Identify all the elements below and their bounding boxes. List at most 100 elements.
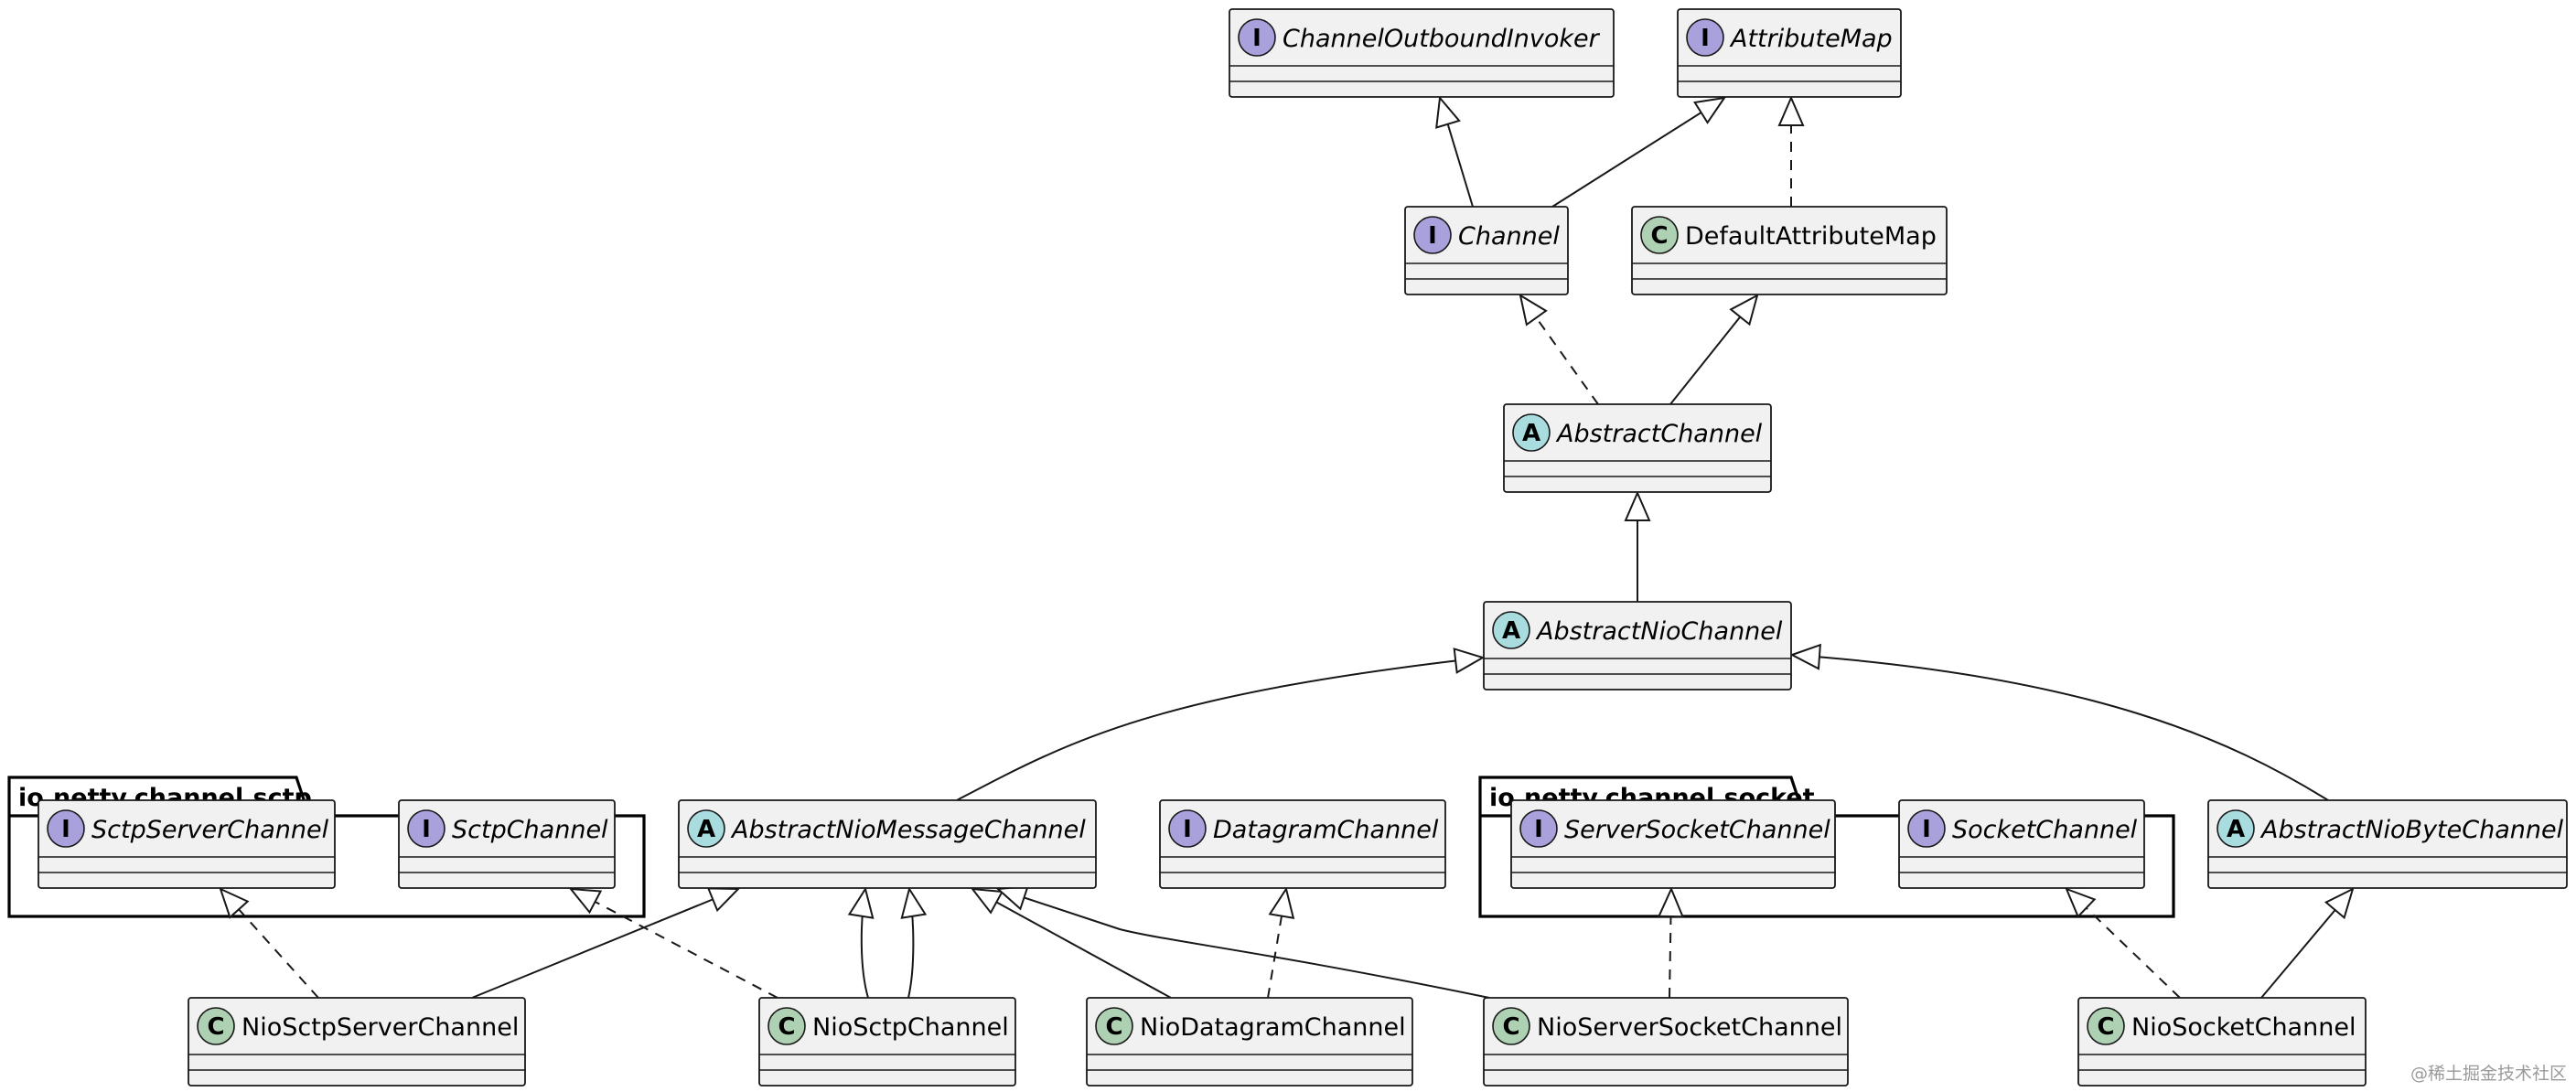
inheritance-arrowhead [706,887,741,913]
class-kind-badge-icon [767,1007,806,1045]
class-kind-badge-icon [1168,809,1207,848]
class-kind-badge-icon [1519,809,1558,848]
class-channel-outbound-invoker[interactable]: I ChannelOutboundInvoker [1229,8,1615,98]
class-abstract-channel[interactable]: A AbstractChannel [1503,403,1772,493]
class-name: SctpChannel [452,816,608,844]
inheritance-arrowhead [1519,293,1548,327]
class-kind-letter: I [1183,816,1192,843]
class-box [1159,799,1446,889]
class-nio-sctp-channel[interactable]: C NioSctpChannel [758,997,1016,1087]
relation-nio-socket-channel-to-abstract-nio-byte-channel [2260,887,2355,999]
class-kind-letter: I [1252,25,1261,52]
class-box [398,799,616,889]
class-nio-sctp-server-channel[interactable]: C NioSctpServerChannel [188,997,526,1087]
extends-line [956,657,1484,801]
inheritance-arrowhead [2065,887,2097,918]
relation-nio-sctp-server-channel-to-sctp-server-channel [219,887,319,999]
relation-nio-server-socket-channel-to-abstract-nio-message-channel [995,884,1490,999]
inheritance-arrowhead [1729,294,1759,327]
extends-line [1551,97,1725,208]
extends-line [471,888,739,999]
class-default-attribute-map[interactable]: C DefaultAttributeMap [1631,206,1948,295]
relation-nio-datagram-channel-to-datagram-channel [1267,886,1295,999]
class-kind-badge-icon [1512,413,1551,452]
class-kind-letter: C [778,1013,795,1041]
class-kind-letter: C [1502,1013,1519,1041]
class-name: NioServerSocketChannel [1537,1013,1842,1042]
class-box [1483,601,1792,691]
class-kind-letter: I [1534,816,1543,843]
relation-default-attribute-map-to-attribute-map [1777,95,1805,207]
inheritance-arrowhead [568,887,603,915]
class-kind-letter: C [2097,1013,2114,1041]
class-kind-badge-icon [1686,18,1724,57]
class-kind-badge-icon [2087,1007,2125,1045]
class-kind-badge-icon [2216,809,2255,848]
extends-line [997,888,1490,999]
relation-abstract-channel-to-default-attribute-map [1669,294,1759,405]
class-box [1510,799,1836,889]
inheritance-arrowhead [970,887,1004,915]
class-box [1898,799,2145,889]
extends-line [1791,654,2329,801]
class-name: ServerSocketChannel [1564,816,1830,844]
class-kind-badge-icon [197,1007,235,1045]
relation-nio-sctp-server-channel-to-abstract-nio-message-channel [471,887,741,999]
inheritance-arrowhead [1657,886,1685,918]
class-kind-letter: C [207,1013,224,1041]
class-box [678,799,1097,889]
class-kind-badge-icon [1095,1007,1133,1045]
class-kind-letter: A [697,816,715,843]
inheritance-arrowhead [2324,887,2355,920]
relation-abstract-channel-to-channel [1519,293,1599,405]
class-name: NioSctpChannel [812,1013,1009,1042]
class-kind-letter: A [1522,420,1540,447]
class-kind-letter: I [1922,816,1931,843]
class-box [1483,997,1849,1087]
class-kind-badge-icon [47,809,85,848]
class-server-socket-channel[interactable]: I ServerSocketChannel [1510,799,1836,889]
inheritance-arrowhead [219,887,250,919]
class-name: SocketChannel [1952,816,2138,844]
watermark-text: @稀土掘金技术社区 [2410,1064,2567,1084]
class-socket-channel[interactable]: I SocketChannel [1898,799,2145,889]
relation-channel-to-channel-outbound-invoker [1435,95,1474,208]
class-kind-letter: A [1502,617,1520,645]
class-kind-badge-icon [1413,216,1452,254]
inheritance-arrowhead [847,886,875,919]
relation-nio-server-socket-channel-to-server-socket-channel [1657,886,1685,999]
class-box [1086,997,1413,1087]
class-box [1503,403,1772,493]
class-kind-letter: I [1428,222,1437,250]
class-kind-badge-icon [1492,611,1530,649]
implements-line [220,888,319,999]
class-kind-letter: C [1105,1013,1122,1041]
class-name: AbstractChannel [1555,420,1763,448]
extends-line [971,888,1172,999]
inheritance-arrowhead [1624,490,1651,521]
relation-channel-to-attribute-map [1551,96,1727,208]
class-box [188,997,526,1087]
relation-abstract-nio-message-channel-to-abstract-nio-channel [956,648,1486,801]
class-name: Channel [1458,222,1560,251]
class-name: ChannelOutboundInvoker [1283,25,1601,53]
class-name: DefaultAttributeMap [1685,222,1937,251]
class-name: NioSctpServerChannel [242,1013,519,1042]
class-channel[interactable]: I Channel [1404,206,1569,295]
class-nio-server-socket-channel[interactable]: C NioServerSocketChannel [1483,997,1849,1087]
class-kind-letter: C [1650,222,1668,250]
class-kind-badge-icon [1238,18,1276,57]
class-box [1229,8,1615,98]
relation-abstract-nio-channel-to-abstract-channel [1624,490,1651,602]
